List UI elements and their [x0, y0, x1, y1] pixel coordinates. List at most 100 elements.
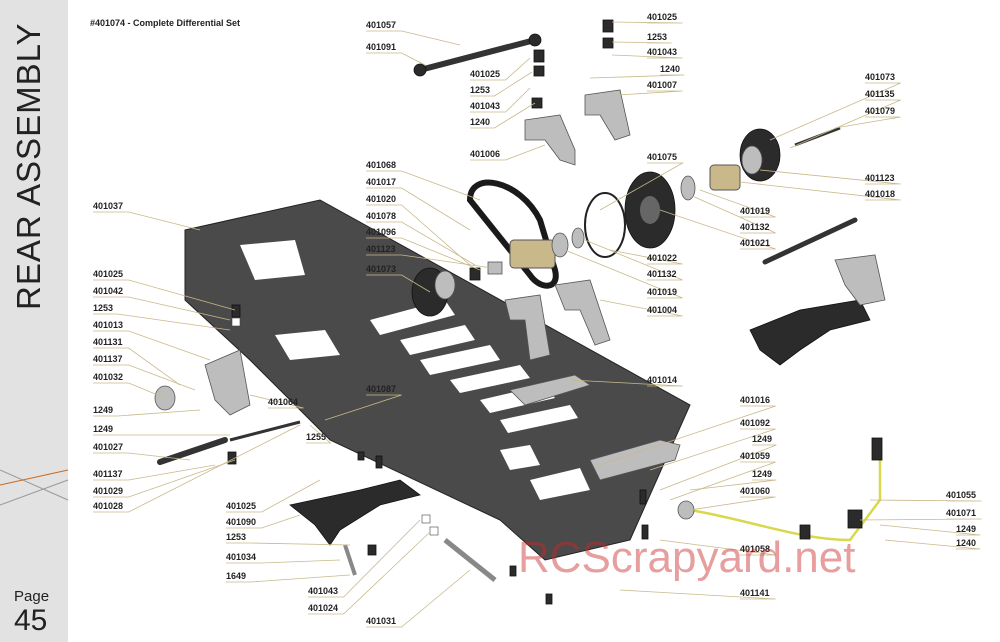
leader-line — [599, 299, 683, 317]
part-label: 1249 — [956, 524, 976, 534]
part-label: 401031 — [366, 616, 396, 626]
part-label: 401073 — [865, 72, 895, 82]
part-label: 1249 — [752, 469, 772, 479]
part-label: 401014 — [647, 375, 677, 385]
part-label: 401132 — [740, 222, 770, 232]
leader-line — [759, 169, 901, 185]
part-label: 1240 — [956, 538, 976, 548]
part-label: 401007 — [647, 80, 677, 90]
leader-line — [834, 116, 901, 129]
part-label: 401075 — [647, 152, 677, 162]
part-label: 1249 — [93, 424, 113, 434]
part-label: 1253 — [647, 32, 667, 42]
leader-line — [93, 364, 196, 391]
leader-line — [611, 54, 683, 59]
part-label: 401090 — [226, 517, 256, 527]
leader-line — [308, 531, 431, 615]
leader-line — [93, 459, 236, 498]
part-label: 401018 — [865, 189, 895, 199]
leader-line — [366, 254, 493, 269]
leader-line — [599, 162, 685, 211]
leader-line — [366, 30, 461, 46]
part-label: 1249 — [752, 434, 772, 444]
leader-line — [366, 170, 481, 201]
part-label: 401034 — [226, 552, 256, 562]
part-label: 401073 — [366, 264, 396, 274]
part-label: 401123 — [366, 244, 396, 254]
left-hub — [154, 304, 301, 465]
leader-line — [470, 57, 531, 81]
part-label: 401043 — [308, 586, 338, 596]
part-label: 401025 — [93, 269, 123, 279]
leader-line — [619, 589, 776, 600]
part-label: 401087 — [366, 384, 396, 394]
upper-mounts — [524, 19, 631, 166]
leader-line — [564, 249, 683, 299]
leader-line — [649, 428, 776, 471]
page-label: Page — [14, 588, 50, 605]
leader-line — [93, 211, 201, 231]
part-label: 401064 — [268, 397, 298, 407]
leader-line — [589, 74, 685, 79]
leader-line — [569, 379, 683, 387]
part-label: 1240 — [660, 64, 680, 74]
part-label: 401028 — [93, 501, 123, 511]
leader-line — [699, 189, 776, 218]
part-label: 401006 — [470, 149, 500, 159]
leader-line — [859, 518, 982, 521]
part-label: 401131 — [93, 337, 123, 347]
sidebar-stripes — [0, 469, 69, 506]
part-label: 401020 — [366, 194, 396, 204]
leader-line — [93, 296, 231, 321]
drive-belt — [466, 179, 559, 289]
leader-line — [617, 90, 683, 96]
leader-line — [366, 187, 471, 231]
right-arm — [749, 217, 886, 366]
leader-line — [226, 514, 301, 529]
part-label: 1255 — [306, 432, 326, 442]
part-label: 401141 — [740, 588, 770, 598]
part-label: 401135 — [865, 89, 895, 99]
leader-line — [689, 496, 776, 511]
part-label: 401017 — [366, 177, 396, 187]
leader-line — [584, 239, 683, 281]
leader-line — [869, 499, 982, 502]
part-label: 401042 — [93, 286, 123, 296]
leader-line — [366, 204, 471, 266]
leader-line — [609, 249, 683, 265]
part-label: 401137 — [93, 469, 123, 479]
page-number: 45 — [14, 604, 48, 637]
part-label: 401022 — [647, 253, 677, 263]
part-label: 1253 — [470, 85, 490, 95]
part-label: 401043 — [470, 101, 500, 111]
leader-line — [884, 539, 981, 550]
leader-line — [470, 87, 531, 113]
leader-line — [470, 144, 546, 161]
leader-line — [226, 479, 321, 513]
part-label: 401068 — [366, 160, 396, 170]
leader-line — [659, 539, 776, 556]
part-labels: 4010574010914010251253401043124040102512… — [93, 12, 982, 628]
part-label: 401016 — [740, 395, 770, 405]
leader-line — [93, 409, 201, 417]
leader-line — [308, 519, 421, 598]
part-label: 401060 — [740, 486, 770, 496]
part-label: 401071 — [946, 508, 976, 518]
leader-line — [739, 181, 901, 201]
leader-line — [366, 237, 481, 271]
sidebar: REAR ASSEMBLY Page 45 — [0, 0, 68, 642]
leader-line — [789, 99, 901, 149]
set-title: #401074 - Complete Differential Set — [90, 18, 241, 28]
leader-line — [226, 574, 351, 583]
leader-line — [226, 542, 351, 546]
part-label: 401025 — [470, 69, 500, 79]
leader-line — [93, 464, 216, 481]
part-label: 401025 — [226, 501, 256, 511]
part-label: 1649 — [226, 571, 246, 581]
part-label: 1240 — [470, 117, 490, 127]
leader-line — [689, 479, 777, 491]
part-label: 401058 — [740, 544, 770, 554]
part-label: 401059 — [740, 451, 770, 461]
leader-line — [93, 452, 191, 461]
